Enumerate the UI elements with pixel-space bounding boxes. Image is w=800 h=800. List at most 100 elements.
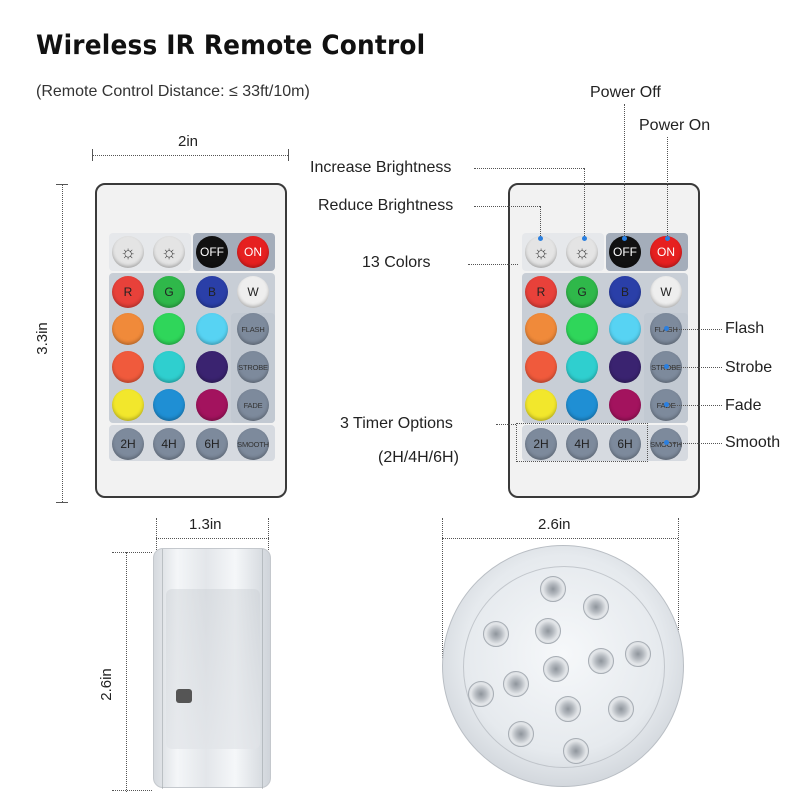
violet-button[interactable] bbox=[196, 351, 228, 383]
light-top-view bbox=[442, 545, 684, 787]
side-height-label: 2.6in bbox=[97, 668, 115, 701]
smooth-leader bbox=[670, 443, 722, 444]
remote-width-tick-right bbox=[288, 149, 289, 161]
power-on-label: Power On bbox=[639, 117, 711, 134]
lime-button[interactable] bbox=[566, 313, 598, 345]
fade-leader bbox=[670, 405, 722, 406]
increase-leader-v bbox=[584, 168, 585, 236]
reduce-leader-v bbox=[540, 206, 541, 236]
increase-brightness-label: Increase Brightness bbox=[310, 159, 452, 176]
flash-button[interactable]: FLASH bbox=[237, 313, 269, 345]
side-inner-shell bbox=[166, 589, 260, 749]
led-bulb bbox=[483, 621, 509, 647]
reduce-brightness-label: Reduce Brightness bbox=[318, 197, 454, 214]
timer-leader bbox=[496, 424, 516, 425]
sun-large-icon: ☼ bbox=[573, 241, 591, 262]
led-bulb bbox=[543, 656, 569, 682]
off-button[interactable]: OFF bbox=[609, 236, 641, 268]
led-bulb bbox=[583, 594, 609, 620]
brightness-down-button[interactable]: ☼ bbox=[112, 236, 144, 268]
smooth-label: Smooth bbox=[725, 434, 781, 451]
sky-button[interactable] bbox=[609, 313, 641, 345]
azure-button[interactable] bbox=[566, 389, 598, 421]
led-bulb bbox=[503, 671, 529, 697]
strobe-button[interactable]: STROBE bbox=[237, 351, 269, 383]
smooth-button[interactable]: SMOOTH bbox=[237, 428, 269, 460]
fade-label: Fade bbox=[725, 397, 762, 414]
diameter-tick-right bbox=[678, 518, 679, 658]
magenta-button[interactable] bbox=[609, 389, 641, 421]
reduce-leader-h bbox=[474, 206, 540, 207]
flash-leader bbox=[670, 329, 722, 330]
blue-button[interactable]: B bbox=[609, 276, 641, 308]
light-side-view bbox=[153, 548, 271, 789]
yellow-button[interactable] bbox=[112, 389, 144, 421]
remote-height-line bbox=[62, 184, 63, 502]
timer-label: 3 Timer Options bbox=[340, 415, 453, 432]
colors-leader bbox=[468, 264, 518, 265]
led-bulb bbox=[625, 641, 651, 667]
led-bulb bbox=[588, 648, 614, 674]
power-off-leader bbox=[624, 104, 625, 236]
side-width-tick-left bbox=[156, 518, 157, 550]
power-on-leader bbox=[667, 137, 668, 236]
timer-4h-button[interactable]: 4H bbox=[566, 428, 598, 460]
teal-button[interactable] bbox=[153, 351, 185, 383]
green-button[interactable]: G bbox=[153, 276, 185, 308]
blue-button[interactable]: B bbox=[196, 276, 228, 308]
brightness-up-button[interactable]: ☼ bbox=[153, 236, 185, 268]
orange-button[interactable] bbox=[525, 313, 557, 345]
side-edge-left bbox=[162, 549, 163, 789]
timer-6h-button[interactable]: 6H bbox=[196, 428, 228, 460]
led-bulb bbox=[608, 696, 634, 722]
strobe-label: Strobe bbox=[725, 359, 773, 376]
timer-2h-button[interactable]: 2H bbox=[112, 428, 144, 460]
coral-button[interactable] bbox=[112, 351, 144, 383]
power-off-dot bbox=[622, 236, 627, 241]
smooth-dot bbox=[664, 440, 669, 445]
on-button[interactable]: ON bbox=[237, 236, 269, 268]
side-switch bbox=[176, 689, 192, 703]
timer-4h-button[interactable]: 4H bbox=[153, 428, 185, 460]
lime-button[interactable] bbox=[153, 313, 185, 345]
orange-button[interactable] bbox=[112, 313, 144, 345]
increase-leader-h bbox=[474, 168, 584, 169]
side-edge-right bbox=[262, 549, 263, 789]
power-on-dot bbox=[665, 236, 670, 241]
diameter-tick-left bbox=[442, 518, 443, 658]
remote-left: ☼ ☼ OFF ON R G B W FLASH STROBE FADE 2H … bbox=[95, 183, 287, 498]
on-button[interactable]: ON bbox=[650, 236, 682, 268]
led-bulb bbox=[535, 618, 561, 644]
coral-button[interactable] bbox=[525, 351, 557, 383]
led-bulb bbox=[508, 721, 534, 747]
top-inner-ring bbox=[463, 566, 665, 768]
magenta-button[interactable] bbox=[196, 389, 228, 421]
remote-width-label: 2in bbox=[178, 133, 199, 150]
diameter-label: 2.6in bbox=[538, 516, 571, 533]
off-button[interactable]: OFF bbox=[196, 236, 228, 268]
strobe-leader bbox=[670, 367, 722, 368]
fade-button[interactable]: FADE bbox=[237, 389, 269, 421]
brightness-up-button[interactable]: ☼ bbox=[566, 236, 598, 268]
timer-6h-button[interactable]: 6H bbox=[609, 428, 641, 460]
page-subtitle: (Remote Control Distance: ≤ 33ft/10m) bbox=[36, 83, 310, 100]
remote-height-tick-top bbox=[56, 184, 68, 185]
green-button[interactable]: G bbox=[566, 276, 598, 308]
yellow-button[interactable] bbox=[525, 389, 557, 421]
red-button[interactable]: R bbox=[525, 276, 557, 308]
flash-dot bbox=[664, 326, 669, 331]
violet-button[interactable] bbox=[609, 351, 641, 383]
teal-button[interactable] bbox=[566, 351, 598, 383]
led-bulb bbox=[563, 738, 589, 764]
white-button[interactable]: W bbox=[650, 276, 682, 308]
timer-2h-button[interactable]: 2H bbox=[525, 428, 557, 460]
azure-button[interactable] bbox=[153, 389, 185, 421]
page-title: Wireless IR Remote Control bbox=[36, 30, 426, 61]
side-width-tick-right bbox=[268, 518, 269, 550]
remote-height-tick-bottom bbox=[56, 502, 68, 503]
sky-button[interactable] bbox=[196, 313, 228, 345]
brightness-down-button[interactable]: ☼ bbox=[525, 236, 557, 268]
timer-box bbox=[516, 423, 648, 462]
white-button[interactable]: W bbox=[237, 276, 269, 308]
red-button[interactable]: R bbox=[112, 276, 144, 308]
